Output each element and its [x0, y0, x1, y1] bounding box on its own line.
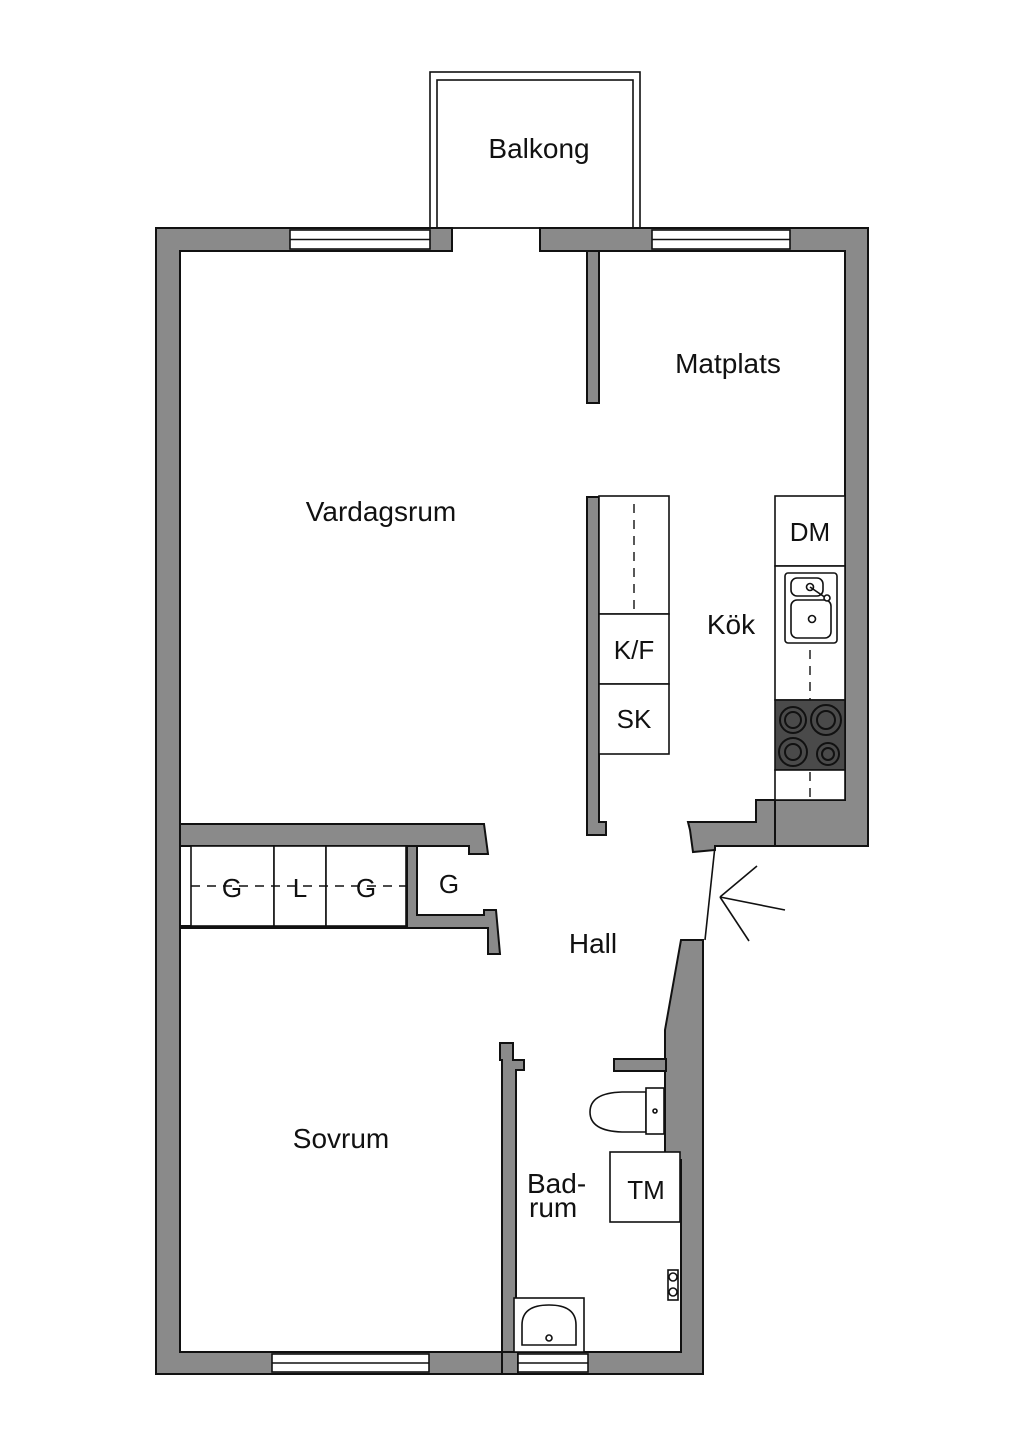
closet-label-2: L — [293, 873, 307, 903]
windows — [271, 229, 791, 1373]
room-label-balkong: Balkong — [488, 133, 589, 164]
faucet-icon — [667, 1269, 679, 1301]
closets — [190, 845, 407, 927]
fixture-label-sk: SK — [617, 704, 652, 734]
kitchen-sink-icon — [784, 572, 838, 644]
stove-burners — [778, 704, 842, 767]
room-label-hall: Hall — [569, 928, 617, 959]
closet-label-3: G — [356, 873, 376, 903]
room-label-vardagsrum: Vardagsrum — [306, 496, 456, 527]
kitchen-island — [598, 495, 670, 755]
interior-walls — [179, 250, 667, 1353]
washbasin-icon — [513, 1297, 585, 1353]
room-label-kok: Kök — [707, 609, 756, 640]
room-label-matplats: Matplats — [675, 348, 781, 379]
room-label-badrum-1: Bad- — [527, 1168, 586, 1199]
room-label-sovrum: Sovrum — [293, 1123, 389, 1154]
closet-label-1: G — [222, 873, 242, 903]
fixture-label-dm: DM — [790, 517, 830, 547]
closet-label-4: G — [439, 869, 459, 899]
washing-machine — [609, 1151, 681, 1223]
fixture-label-kf: K/F — [614, 635, 654, 665]
balcony — [429, 71, 641, 229]
room-label-badrum-2: rum — [529, 1192, 577, 1223]
arrow-icon — [704, 845, 786, 942]
fixture-label-tm: TM — [627, 1175, 665, 1205]
toilet-icon — [589, 1087, 665, 1135]
